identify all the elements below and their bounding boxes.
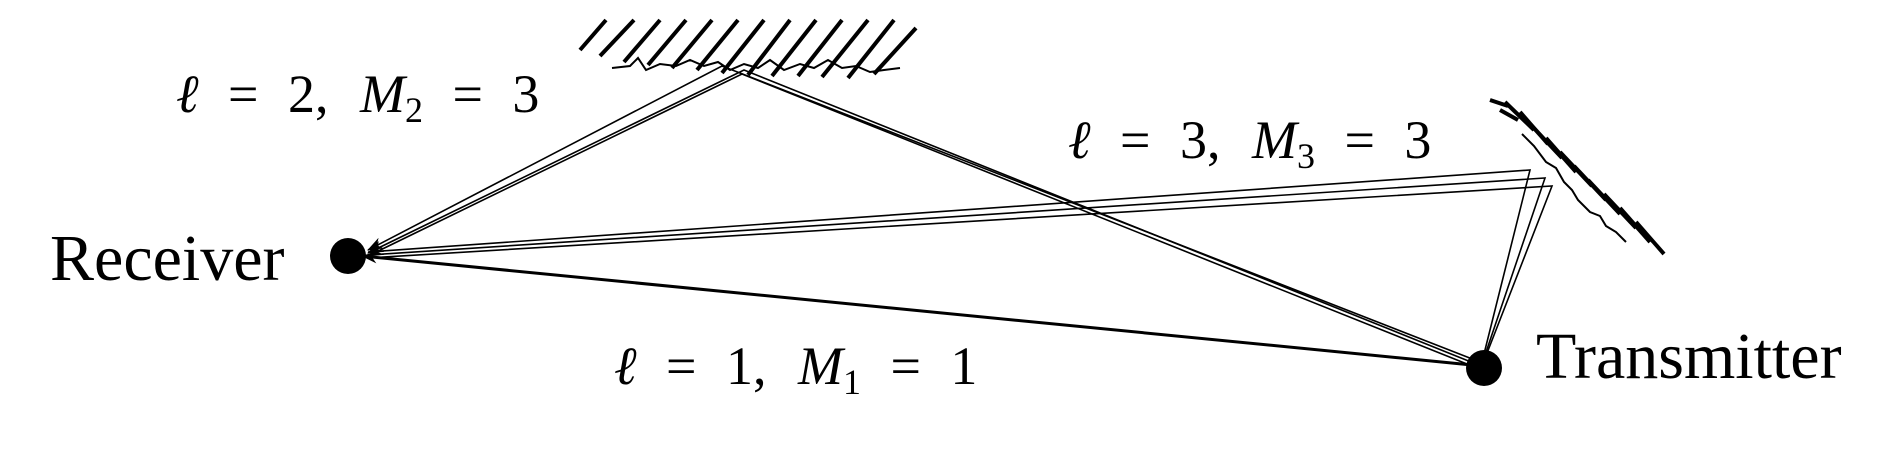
ell-symbol: ℓ	[1068, 110, 1091, 170]
transmitter-node	[1466, 350, 1502, 386]
propagation-paths	[361, 65, 1554, 368]
ray-right-reflection-2	[367, 177, 1547, 365]
reflector-top	[578, 18, 918, 80]
ray-top-reflection-3	[367, 73, 1473, 367]
ell-symbol: ℓ	[614, 336, 637, 396]
transmitter-label: Transmitter	[1536, 320, 1842, 393]
ray-right-reflection-3	[367, 185, 1554, 367]
receiver-label: Receiver	[50, 222, 285, 295]
ray-top-reflection-2	[367, 69, 1477, 365]
path-label-1: ℓ = 1, M1 = 1	[614, 336, 977, 406]
path-label-3: ℓ = 3, M3 = 3	[1068, 110, 1431, 180]
ell-symbol: ℓ	[176, 64, 199, 124]
ray-direct-path	[361, 251, 1483, 368]
receiver-node	[330, 238, 366, 274]
reflector-right	[1489, 98, 1666, 256]
ray-right-reflection-1	[367, 169, 1532, 363]
path-label-2: ℓ = 2, M2 = 3	[176, 64, 539, 134]
